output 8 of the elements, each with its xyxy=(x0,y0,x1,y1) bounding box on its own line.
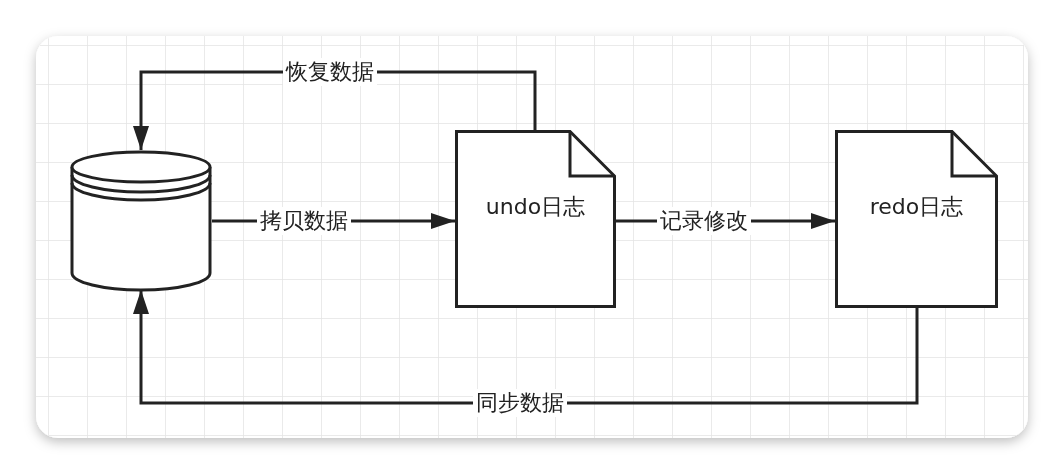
edge-label: 拷贝数据 xyxy=(256,207,351,235)
document-shape: redo日志 xyxy=(835,130,998,308)
document-shape: undo日志 xyxy=(455,130,616,308)
database-cylinder xyxy=(70,150,212,290)
edge-label: 记录修改 xyxy=(656,207,751,235)
arrow xyxy=(133,290,919,405)
edge-label: 恢复数据 xyxy=(283,58,377,86)
edge-label: 同步数据 xyxy=(473,389,567,417)
